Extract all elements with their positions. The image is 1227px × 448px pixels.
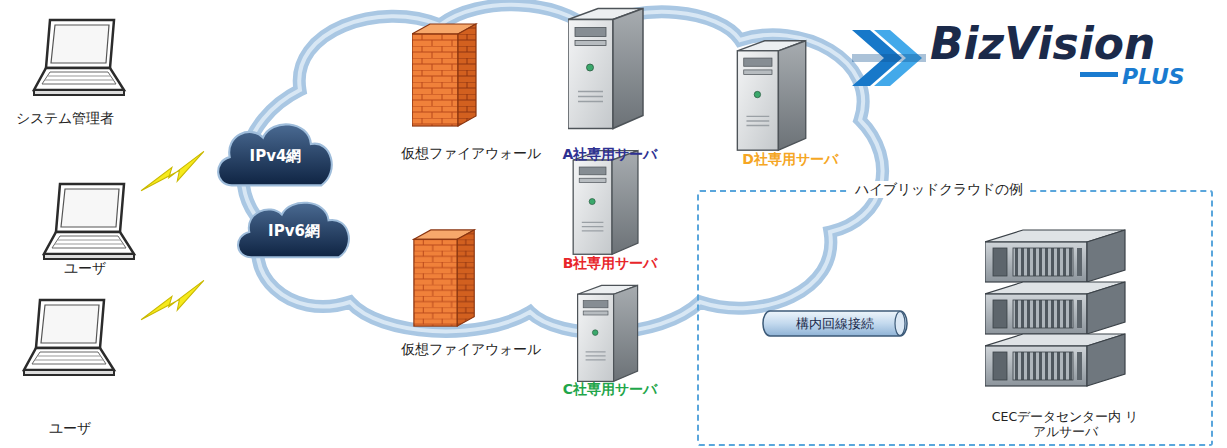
server-icon: C社専用サーバ [545,282,675,398]
network-cloud: IPv6網 [233,197,355,265]
node-label: C社専用サーバ [563,381,657,398]
user-laptop: ユーザ [20,180,150,277]
node-label: CECデータセンター内 リアルサーバ [991,409,1139,439]
node-label: A社専用サーバ [563,146,658,163]
node-label: ユーザ [64,260,106,277]
node-label: システム管理者 [16,110,114,127]
logo-wordmark: BizVision [930,18,1155,69]
server-icon: B社専用サーバ [545,148,675,272]
region-heading: ハイブリッドクラウドの例 [849,181,1029,198]
network-cloud: IPv4網 [213,118,338,194]
node-label: B社専用サーバ [563,255,658,272]
firewall-icon: 仮想ファイアウォール [396,22,546,162]
hybrid-region: ハイブリッドクラウドの例構内回線接続CECデータセンター内 リアルサーバ [697,190,1213,446]
line-pipe: 構内回線接続 [762,310,908,337]
server-icon: A社専用サーバ [545,3,675,163]
node-label: 構内回線接続 [796,316,874,332]
firewall-icon: 仮想ファイアウォール [396,228,546,358]
admin-laptop: システム管理者 [0,15,132,127]
rack-server: CECデータセンター内 リアルサーバ [985,227,1145,439]
node-label: ユーザ [49,420,91,437]
logo-suffix: PLUS [1122,64,1185,89]
node-label: 仮想ファイアウォール [401,145,541,162]
node-label: IPv6網 [268,222,320,240]
user-laptop: ユーザ [10,295,130,437]
server-icon: D社専用サーバ [722,36,858,168]
node-label: 仮想ファイアウォール [401,341,541,358]
node-label: D社専用サーバ [742,151,838,168]
node-label: IPv4網 [250,147,302,165]
